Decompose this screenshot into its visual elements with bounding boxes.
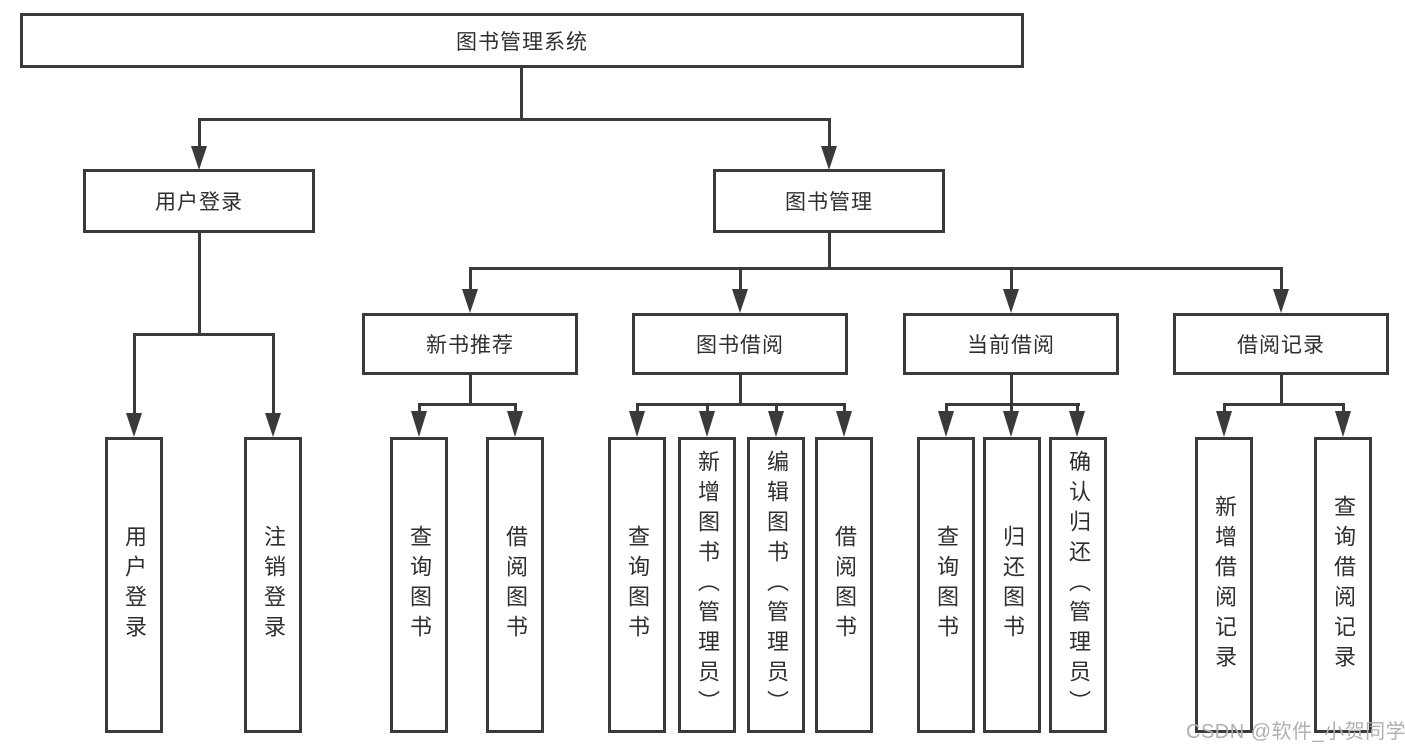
edge-new-book-rec-trunk	[469, 375, 472, 406]
edge-stub	[1010, 403, 1013, 412]
node-bb-add-book: 新增图书（管理员）	[678, 437, 736, 733]
edge-stub	[945, 403, 948, 412]
edge-book-mgmt-trunk	[828, 233, 831, 270]
node-bb-add-book-label: 新增图书（管理员）	[695, 450, 720, 720]
node-br-query-record-label: 查询借阅记录	[1331, 495, 1356, 675]
arrow-down-icon	[507, 411, 523, 437]
node-leaf-user-login: 用户登录	[105, 437, 163, 733]
edge-book-borrow-split	[636, 403, 846, 406]
node-leaf-logout-label: 注销登录	[261, 525, 286, 645]
arrow-down-icon	[629, 411, 645, 437]
node-bb-borrow-book-label: 借阅图书	[832, 525, 857, 645]
node-cb-return-book-label: 归还图书	[1000, 525, 1025, 645]
node-user-login-label: 用户登录	[155, 191, 243, 214]
node-root: 图书管理系统	[20, 13, 1024, 68]
node-cb-return-book: 归还图书	[983, 437, 1041, 733]
node-new-book-rec: 新书推荐	[362, 313, 578, 375]
arrow-down-icon	[265, 413, 281, 437]
edge-borrow-record-trunk	[1280, 375, 1283, 406]
edge-stub	[843, 403, 846, 412]
arrow-down-icon	[1335, 411, 1351, 437]
edge-drop-book-mgmt	[828, 118, 831, 148]
arrow-down-icon	[821, 146, 837, 170]
arrow-down-icon	[411, 411, 427, 437]
edge-login-trunk	[198, 233, 201, 336]
edge-login-split	[133, 333, 274, 336]
edge-drop-book-borrow	[739, 267, 742, 291]
node-bb-query-book: 查询图书	[608, 437, 666, 733]
node-cb-query-book: 查询图书	[917, 437, 975, 733]
node-rec-query-book: 查询图书	[390, 437, 448, 733]
node-current-borrow: 当前借阅	[903, 313, 1119, 375]
edge-drop-current-borrow	[1010, 267, 1013, 291]
edge-book-mgmt-split	[469, 267, 1282, 270]
arrow-down-icon	[768, 411, 784, 437]
edge-root-split	[198, 118, 831, 121]
node-cb-confirm-return: 确认归还（管理员）	[1049, 437, 1107, 733]
arrow-down-icon	[191, 146, 207, 170]
edge-root-trunk	[520, 68, 523, 121]
node-br-add-record: 新增借阅记录	[1195, 437, 1253, 733]
arrow-down-icon	[1216, 411, 1232, 437]
arrow-down-icon	[1069, 411, 1085, 437]
node-br-query-record: 查询借阅记录	[1314, 437, 1372, 733]
edge-stub	[418, 403, 421, 412]
node-new-book-rec-label: 新书推荐	[426, 334, 514, 357]
node-book-borrow-label: 图书借阅	[696, 334, 784, 357]
arrow-down-icon	[732, 289, 748, 313]
arrow-down-icon	[699, 411, 715, 437]
node-br-add-record-label: 新增借阅记录	[1212, 495, 1237, 675]
node-book-mgmt: 图书管理	[713, 169, 945, 233]
node-rec-query-book-label: 查询图书	[407, 525, 432, 645]
node-bb-borrow-book: 借阅图书	[815, 437, 873, 733]
edge-stub	[706, 403, 709, 412]
edge-stub	[636, 403, 639, 412]
node-borrow-record: 借阅记录	[1173, 313, 1389, 375]
arrow-down-icon	[1003, 411, 1019, 437]
node-book-mgmt-label: 图书管理	[785, 191, 873, 214]
node-borrow-record-label: 借阅记录	[1237, 334, 1325, 357]
edge-book-borrow-trunk	[739, 375, 742, 406]
arrow-down-icon	[938, 411, 954, 437]
node-bb-edit-book-label: 编辑图书（管理员）	[764, 450, 789, 720]
edge-stub	[1076, 403, 1079, 412]
edge-drop-login	[198, 118, 201, 148]
node-current-borrow-label: 当前借阅	[967, 334, 1055, 357]
edge-new-book-rec-split	[418, 403, 517, 406]
node-cb-query-book-label: 查询图书	[934, 525, 959, 645]
node-book-borrow: 图书借阅	[632, 313, 848, 375]
csdn-watermark: CSDN @软件_小贺同学	[1186, 721, 1405, 743]
node-user-login: 用户登录	[83, 169, 315, 233]
edge-current-borrow-trunk	[1010, 375, 1013, 406]
edge-borrow-record-split	[1223, 403, 1345, 406]
arrow-down-icon	[1003, 289, 1019, 313]
node-bb-query-book-label: 查询图书	[625, 525, 650, 645]
edge-drop-leaf-logout	[272, 333, 275, 414]
edge-drop-new-book-rec	[469, 267, 472, 291]
edge-drop-borrow-record	[1280, 267, 1283, 291]
node-leaf-user-login-label: 用户登录	[122, 525, 147, 645]
node-cb-confirm-return-label: 确认归还（管理员）	[1066, 450, 1091, 720]
arrow-down-icon	[126, 413, 142, 437]
node-bb-edit-book: 编辑图书（管理员）	[747, 437, 805, 733]
node-leaf-logout: 注销登录	[244, 437, 302, 733]
node-rec-borrow-book-label: 借阅图书	[503, 525, 528, 645]
node-root-label: 图书管理系统	[456, 30, 588, 54]
edge-stub	[775, 403, 778, 412]
arrow-down-icon	[462, 289, 478, 313]
edge-stub	[1342, 403, 1345, 412]
edge-stub	[514, 403, 517, 412]
arrow-down-icon	[836, 411, 852, 437]
node-rec-borrow-book: 借阅图书	[486, 437, 544, 733]
edge-drop-leaf-user-login	[133, 333, 136, 414]
arrow-down-icon	[1273, 289, 1289, 313]
edge-stub	[1223, 403, 1226, 412]
